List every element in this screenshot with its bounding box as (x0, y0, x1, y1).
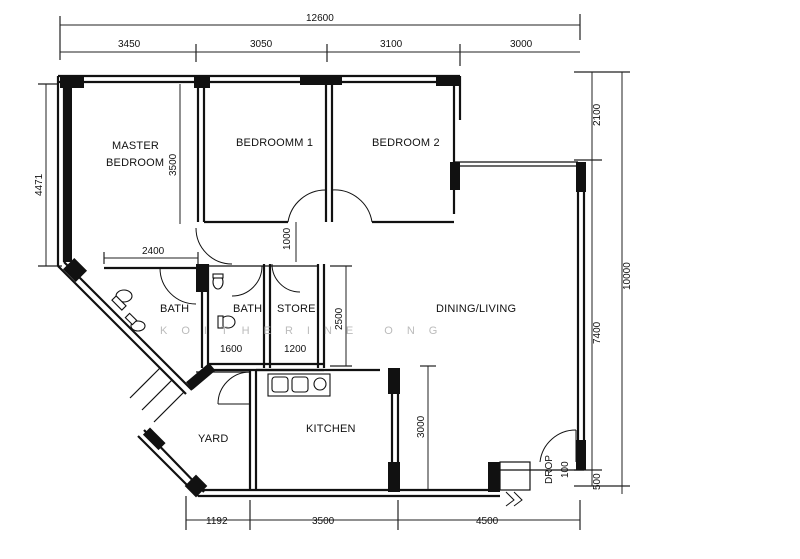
dim-store-width: 1200 (284, 344, 307, 355)
dim-bottom-2: 3500 (312, 516, 335, 527)
dim-bath2-width: 1600 (220, 344, 243, 355)
yard-railing (129, 367, 185, 423)
dim-master-inner: 3500 (168, 153, 179, 176)
toilet-bath1-icon (111, 289, 133, 311)
label-bath1: BATH (160, 303, 189, 315)
dim-right-lower: 500 (592, 473, 603, 490)
dim-right-total: 10000 (622, 262, 633, 290)
label-bedroom2: BEDROOM 2 (372, 137, 440, 149)
dim-right-mid: 7400 (592, 321, 603, 344)
toilet-bath2-icon (212, 273, 224, 290)
label-dining: DINING/LIVING (436, 303, 516, 315)
dim-corridor: 1000 (282, 227, 293, 250)
room-labels: MASTER BEDROOM BEDROOMM 1 BEDROOM 2 BATH… (106, 137, 571, 484)
label-kitchen: KITCHEN (306, 423, 356, 435)
dim-top-2: 3050 (250, 39, 273, 50)
dim-right-upper: 2100 (592, 103, 603, 126)
label-drop-line2: 100 (560, 461, 571, 478)
dimension-lines (38, 14, 630, 530)
dim-store-height: 2500 (334, 307, 345, 330)
dim-total-width: 12600 (306, 13, 334, 24)
dim-top-4: 3000 (510, 39, 533, 50)
fixtures (111, 273, 331, 423)
label-yard: YARD (198, 433, 229, 445)
label-drop-line1: DROP (544, 455, 555, 484)
dim-top-3: 3100 (380, 39, 403, 50)
dim-bottom-3: 4500 (476, 516, 499, 527)
door-swings (159, 189, 577, 507)
sink-bath1-icon (124, 312, 146, 332)
label-master-line2: BEDROOM (106, 157, 164, 169)
watermark-text: KOITHERINE ONG (160, 325, 451, 337)
sink-bath2-icon (217, 315, 236, 329)
label-master-line1: MASTER (112, 140, 159, 152)
dim-left-master: 4471 (34, 173, 45, 196)
dim-kitchen-height: 3000 (416, 415, 427, 438)
dim-bath-width: 2400 (142, 246, 165, 257)
dim-bottom-1: 1192 (206, 516, 228, 527)
kitchen-sink-icon (267, 373, 331, 397)
label-store: STORE (277, 303, 316, 315)
dimension-labels: 12600 3450 3050 3100 3000 2100 7400 500 … (34, 13, 633, 527)
label-bedroom1: BEDROOMM 1 (236, 137, 313, 149)
dim-top-1: 3450 (118, 39, 141, 50)
label-bath2: BATH (233, 303, 262, 315)
